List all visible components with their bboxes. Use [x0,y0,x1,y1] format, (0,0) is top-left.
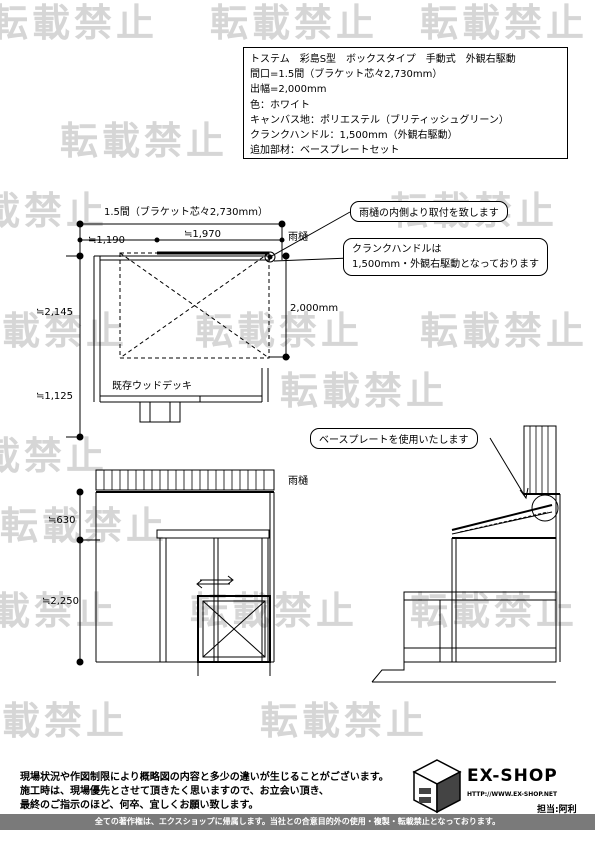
spec-line: クランクハンドル：1,500mm（外観右駆動） [250,130,458,142]
callout-base-plate: ベースプレートを使用いたします [310,428,478,449]
spec-line: キャンバス地：ポリエステル（ブリティッシュグリーン） [250,114,509,126]
plan-side-top: ≒2,145 [36,307,73,318]
copyright-footer: 全ての著作権は、エクスショップに帰属します。当社との合意目的外の使用・複製・転載… [0,814,595,830]
spec-line: 追加部材：ベースプレートセット [250,145,400,157]
elevation-height-top: ≒630 [48,515,75,526]
elevation-gutter-label: 雨樋 [288,474,308,487]
plan-width-label: 1.5間（ブラケット芯々2,730mm） [104,205,268,218]
elevation-height-bottom: ≒2,250 [42,596,79,607]
site-notes: 現場状況や作図制限により概略図の内容と多少の違いが生じることがございます。 施工… [20,771,389,813]
callout-text: ベースプレートを使用いたします [319,435,469,446]
note-line: 最終のご指示のほど、何卒、宜しくお願い致します。 [20,800,259,811]
logo-url: HTTP://WWW.EX-SHOP.NET [467,791,558,798]
plan-dim-left: ≒1,190 [88,235,125,246]
spec-line: トステム 彩島S型 ボックスタイプ 手動式 外観右駆動 [250,54,516,65]
spec-line: 色：ホワイト [250,99,310,111]
callout-crank-handle: クランクハンドルは 1,500mm・外観右駆動となっております [343,238,549,276]
callout-text: 雨樋の内側より取付を致します [359,208,499,219]
plan-gutter-label: 雨樋 [288,230,308,243]
spec-box: トステム 彩島S型 ボックスタイプ 手動式 外観右駆動 間口=1.5間（ブラケッ… [243,47,568,159]
plan-dim-right: ≒1,970 [184,229,221,240]
plan-side-bottom: ≒1,125 [36,391,73,402]
company-logo: EX-SHOP HTTP://WWW.EX-SHOP.NET 担当:阿利 [412,758,582,816]
staff-label: 担当:阿利 [537,805,577,815]
cube-logo-icon [412,759,462,814]
plan-deck-label: 既存ウッドデッキ [112,379,192,392]
plan-depth-label: 2,000mm [290,303,338,314]
note-line: 現場状況や作図制限により概略図の内容と多少の違いが生じることがございます。 [20,772,389,783]
callout-gutter-inside: 雨樋の内側より取付を致します [350,201,508,222]
note-line: 施工時は、現場優先とさせて頂きたく思いますので、お立会い頂き、 [20,786,329,797]
callout-text: 1,500mm・外観右駆動となっております [352,259,540,270]
spec-line: 間口=1.5間（ブラケット芯々2,730mm） [250,69,443,81]
logo-name: EX-SHOP [467,766,558,786]
callout-text: クランクハンドルは [352,244,442,255]
spec-line: 出幅=2,000mm [250,84,327,96]
